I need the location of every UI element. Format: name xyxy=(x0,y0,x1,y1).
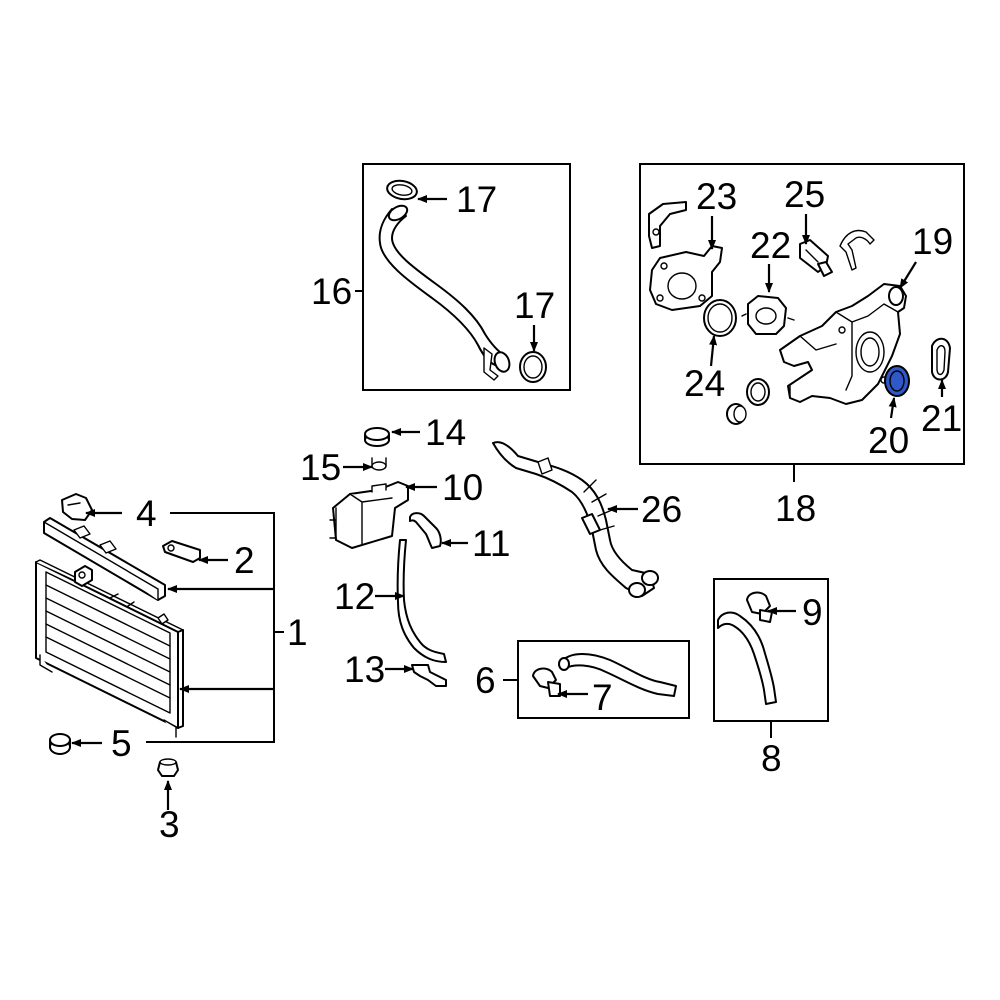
callout-8: 8 xyxy=(761,738,782,779)
gasket-17-top[interactable] xyxy=(386,179,419,202)
bypass-hose[interactable] xyxy=(717,611,777,705)
gasket-21[interactable] xyxy=(931,337,951,381)
bracket-1 xyxy=(146,512,275,743)
callout-13: 13 xyxy=(344,649,385,690)
reservoir-hose-11[interactable] xyxy=(409,512,442,549)
upper-hose-group-box xyxy=(362,163,571,391)
leader-24 xyxy=(709,335,718,367)
thermostat-housing-19[interactable] xyxy=(779,283,907,405)
clip-spring[interactable] xyxy=(839,229,875,271)
callout-4: 4 xyxy=(136,493,157,534)
overflow-hose-12[interactable] xyxy=(396,539,447,663)
callout-6: 6 xyxy=(475,660,496,701)
callout-5: 5 xyxy=(111,723,132,764)
leader-19 xyxy=(899,261,917,289)
bushing-upper[interactable] xyxy=(49,733,71,755)
callout-22: 22 xyxy=(750,225,791,266)
callout-1: 1 xyxy=(287,612,308,653)
callout-14: 14 xyxy=(425,412,466,453)
leader-20 xyxy=(888,397,897,419)
callout-19: 19 xyxy=(912,221,953,262)
o-ring-small-2[interactable] xyxy=(726,403,747,425)
thermostat-housing-group-box xyxy=(639,163,965,465)
callout-16: 16 xyxy=(311,271,352,312)
callout-12: 12 xyxy=(334,576,375,617)
callout-25: 25 xyxy=(784,174,825,215)
heater-hose[interactable] xyxy=(558,653,677,697)
water-outlet-23[interactable] xyxy=(649,245,723,311)
callout-3: 3 xyxy=(159,804,180,845)
callout-17-bottom: 17 xyxy=(514,285,555,326)
callout-26: 26 xyxy=(641,489,682,530)
callout-20: 20 xyxy=(868,420,909,461)
lower-insulator[interactable] xyxy=(157,758,179,777)
gasket-17-bottom[interactable] xyxy=(519,351,547,383)
callout-7: 7 xyxy=(592,677,613,718)
reservoir-cap[interactable] xyxy=(364,427,390,447)
callout-23: 23 xyxy=(696,176,737,217)
clip-7[interactable] xyxy=(532,667,561,697)
callout-21: 21 xyxy=(921,398,962,439)
callout-18: 18 xyxy=(775,488,816,529)
gasket-24[interactable] xyxy=(703,299,737,337)
radiator-cap[interactable] xyxy=(61,493,93,521)
upper-radiator-hose[interactable] xyxy=(378,203,512,381)
sensor-25[interactable] xyxy=(799,239,833,277)
callout-10: 10 xyxy=(442,467,483,508)
mounting-bracket-23[interactable] xyxy=(648,201,687,249)
o-ring-small-1[interactable] xyxy=(746,378,770,406)
hose-clamp-15[interactable] xyxy=(371,457,387,471)
clamp-9[interactable] xyxy=(746,591,773,623)
callout-11: 11 xyxy=(472,523,510,564)
callout-15: 15 xyxy=(300,447,341,488)
callout-9: 9 xyxy=(802,592,823,633)
callout-24: 24 xyxy=(684,363,725,404)
radiator-upper-support[interactable] xyxy=(43,517,166,601)
bracket-13[interactable] xyxy=(411,664,447,687)
coolant-reservoir[interactable] xyxy=(329,481,409,549)
gasket-20-highlighted[interactable] xyxy=(884,365,910,397)
callout-17-top: 17 xyxy=(456,179,497,220)
radiator[interactable] xyxy=(35,559,184,738)
mount-bracket[interactable] xyxy=(162,540,201,563)
thermostat-22[interactable] xyxy=(741,295,795,335)
callout-2: 2 xyxy=(234,540,255,581)
water-pipe-26[interactable] xyxy=(492,441,659,598)
